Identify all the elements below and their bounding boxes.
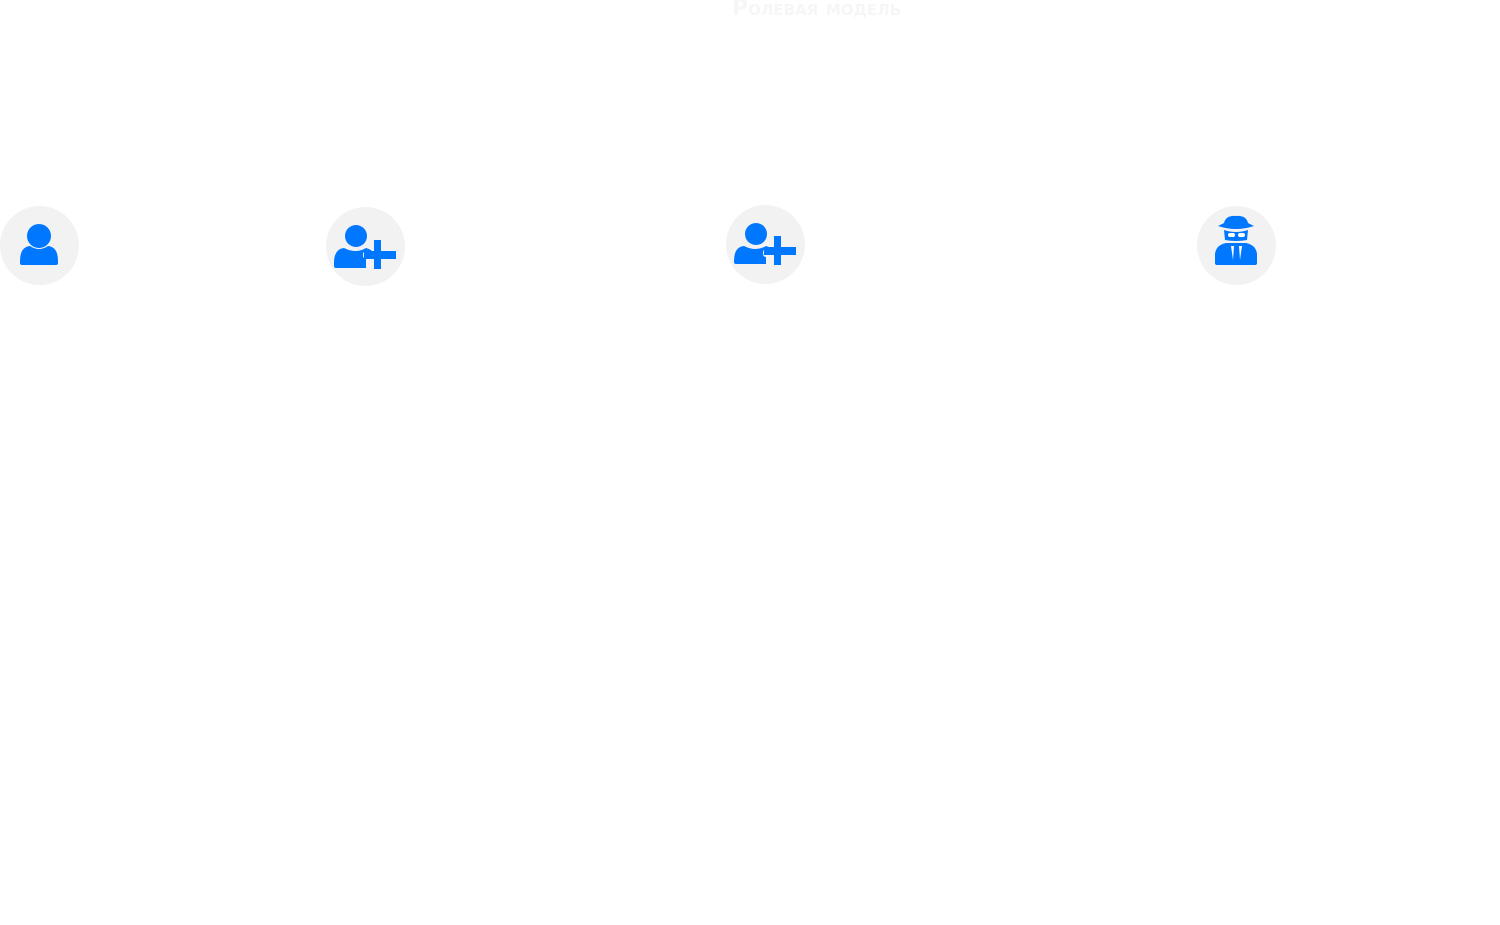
role-user-add-1[interactable]	[326, 207, 405, 286]
role-spy[interactable]	[1197, 206, 1276, 285]
spy-icon	[1215, 215, 1257, 265]
user-plus-icon	[334, 225, 396, 269]
role-user[interactable]	[0, 206, 79, 285]
role-user-add-2[interactable]	[726, 205, 805, 284]
page-title: Ролевая модель	[732, 0, 902, 21]
user-plus-icon	[734, 223, 796, 265]
user-icon	[20, 224, 58, 265]
